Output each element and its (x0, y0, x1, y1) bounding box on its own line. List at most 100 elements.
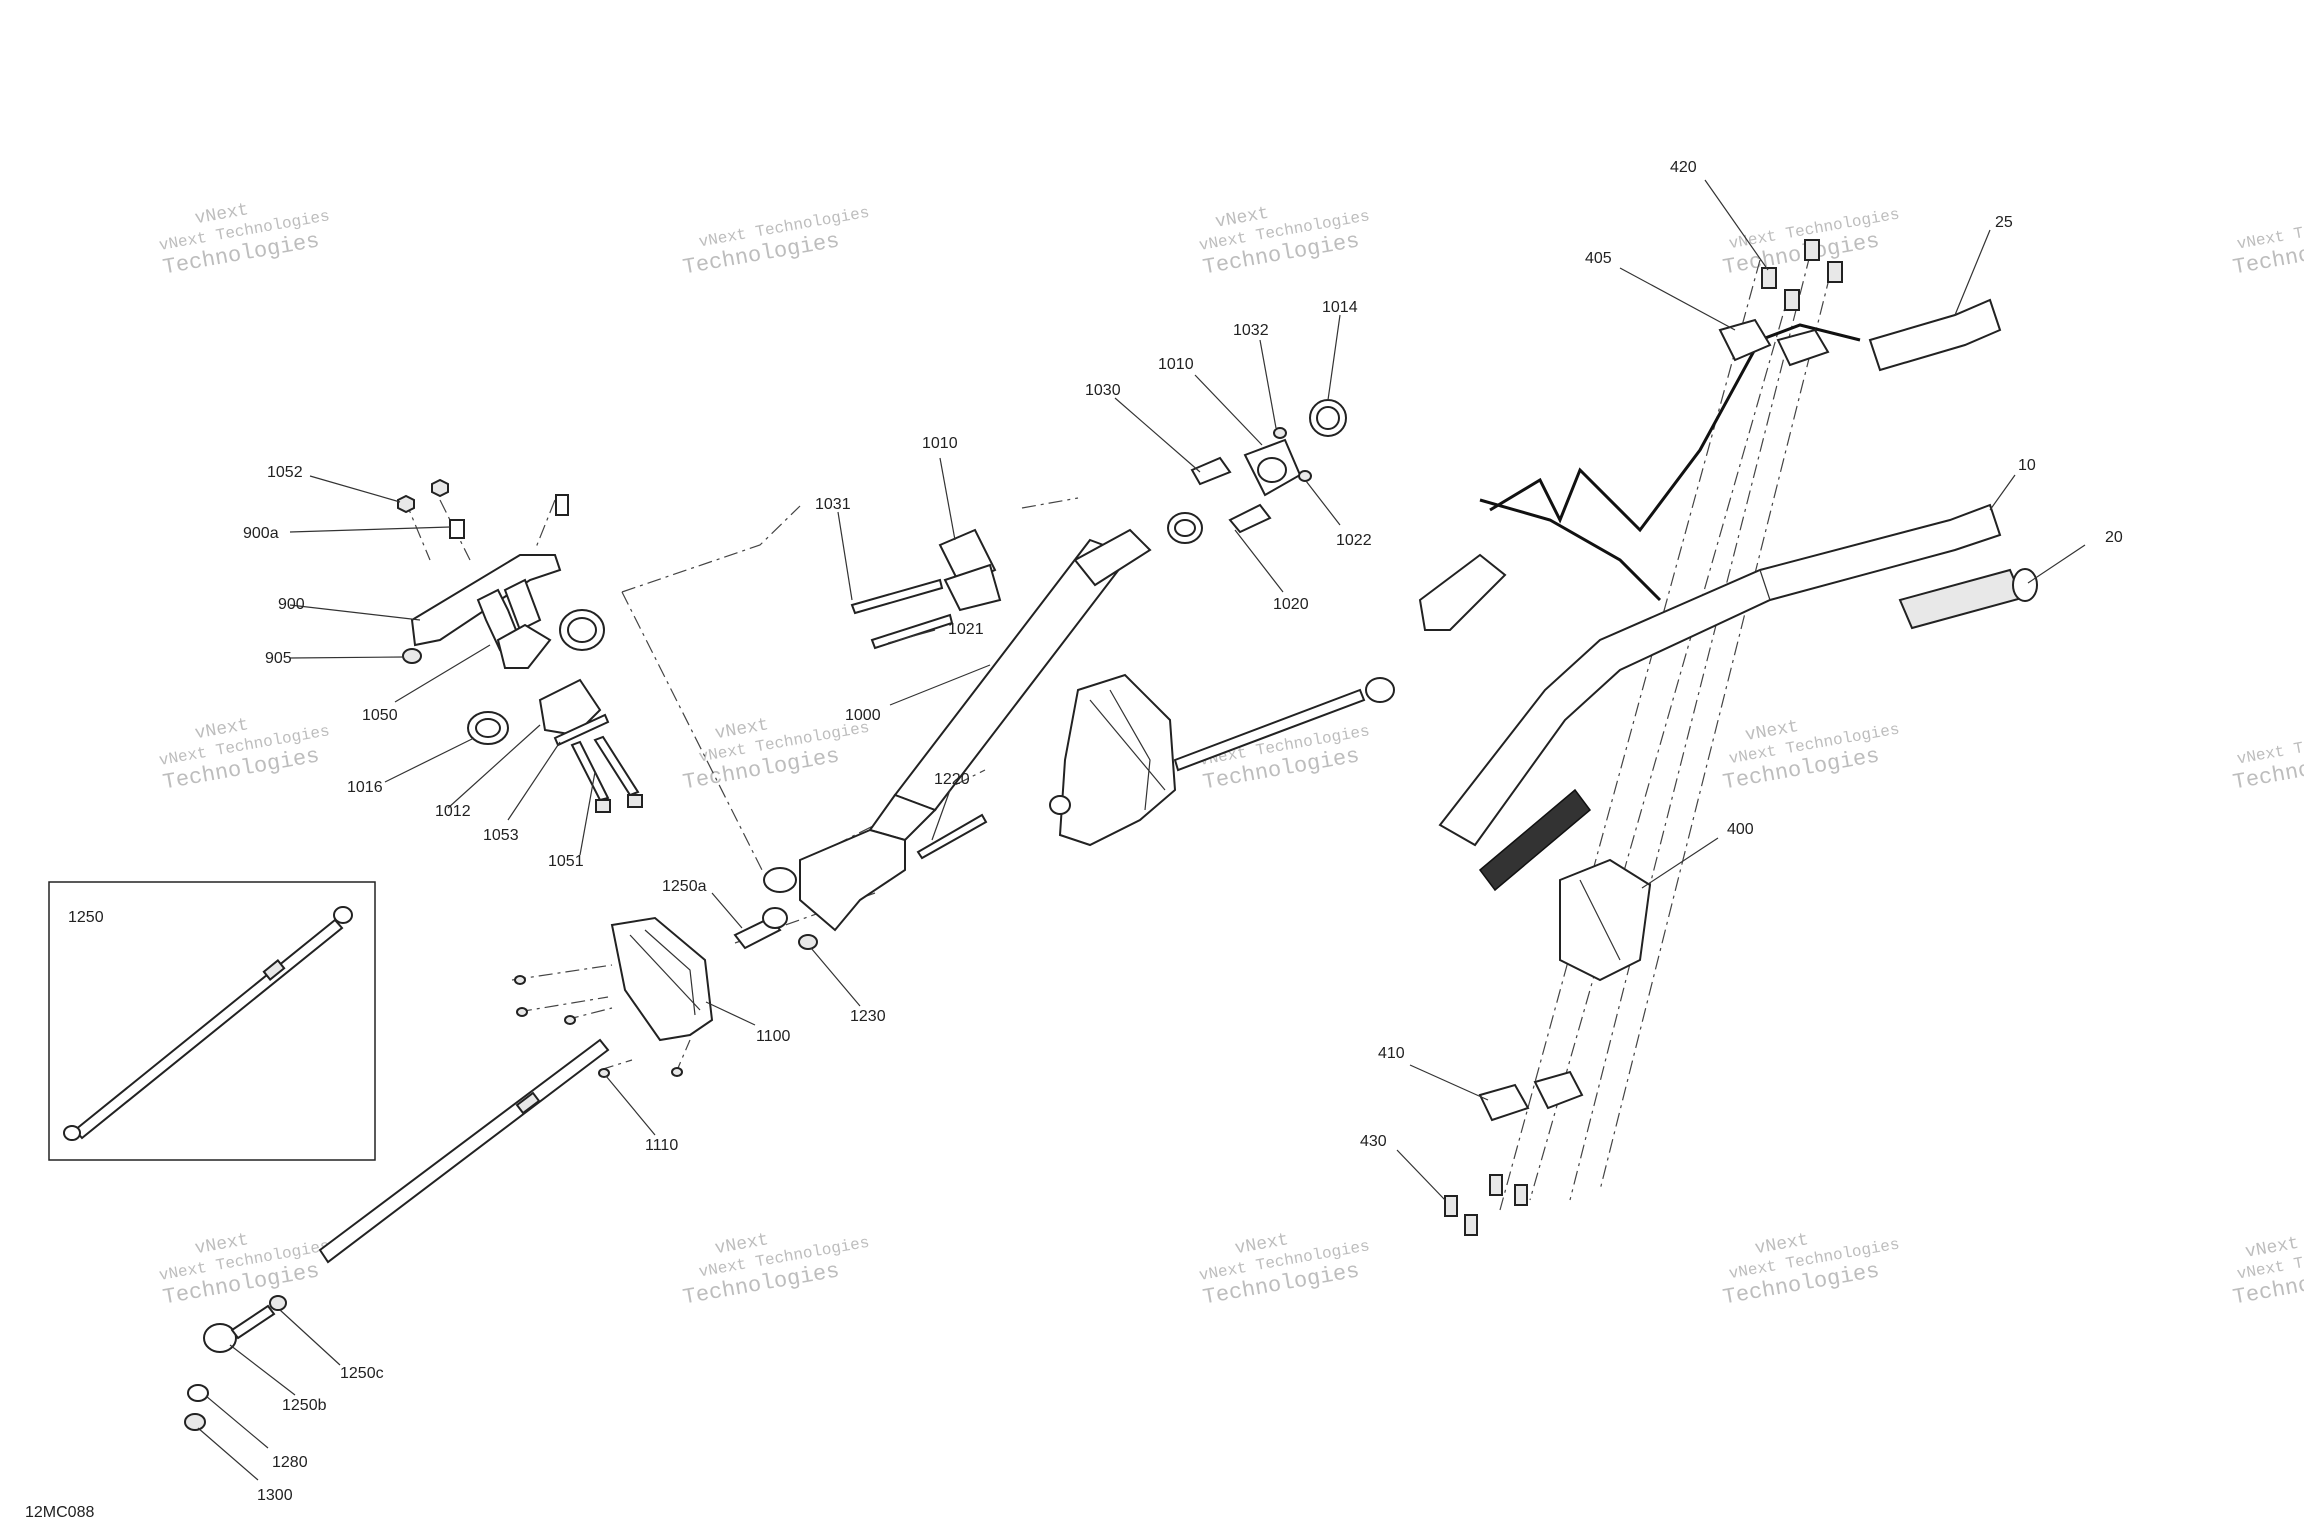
grip-left (1478, 788, 1592, 892)
bolt-430d (1514, 1184, 1528, 1206)
ball-joint-1250b (203, 1323, 237, 1353)
nut-1300 (184, 1413, 206, 1431)
clamp-405a (1718, 318, 1772, 362)
callout-1010a: 1010 (922, 435, 958, 452)
callout-1052: 1052 (267, 464, 303, 481)
callout-1014: 1014 (1322, 299, 1358, 316)
callout-1053: 1053 (483, 827, 519, 844)
bolt-430b (1464, 1214, 1478, 1236)
bolt-420c (1804, 239, 1820, 261)
bolt-1051b (593, 735, 640, 797)
tie-rod-assembly (184, 1038, 610, 1431)
callout-405: 405 (1585, 250, 1612, 267)
inset-tie-rod-eye (333, 906, 353, 924)
diagram-code: 12MC088 (25, 1504, 94, 1521)
washer-1280 (187, 1384, 209, 1402)
clamp-410a (1478, 1083, 1530, 1122)
bolt-head-1051b (627, 794, 643, 808)
cover-rib (629, 934, 701, 1011)
cover-1100 (610, 916, 714, 1042)
second-cover-assembly (1049, 673, 1395, 847)
cover-second-pivot (1049, 795, 1071, 815)
cover-second-rib (1089, 699, 1166, 791)
bolt-head-1051a (595, 799, 611, 813)
callout-430: 430 (1360, 1133, 1387, 1150)
inset-label-1250: 1250 (68, 909, 104, 926)
callout-410: 410 (1378, 1045, 1405, 1062)
steering-column-assembly (733, 399, 1347, 950)
bolt-420a (1761, 267, 1777, 289)
screw-1110c (564, 1015, 576, 1025)
bushing-1014-inner (1316, 406, 1340, 430)
arm-pivot (763, 867, 797, 893)
clamp-center (496, 623, 552, 669)
callout-1021: 1021 (948, 621, 984, 638)
callout-905: 905 (265, 650, 292, 667)
callout-1110: 1110 (645, 1137, 678, 1154)
pin-1030 (1190, 456, 1232, 486)
wiring-harness-b (1479, 498, 1662, 602)
bolt-1051a (570, 740, 610, 802)
clamp-405b (1776, 328, 1830, 367)
callout-400: 400 (1727, 821, 1754, 838)
bolt-420b (1784, 289, 1800, 311)
callout-25: 25 (1995, 214, 2013, 231)
callout-1051: 1051 (548, 853, 584, 870)
cover-second-rib-b (1109, 689, 1151, 811)
grip-20 (1898, 568, 2024, 630)
bolt-top (555, 494, 569, 516)
callout-1030: 1030 (1085, 382, 1121, 399)
cover-second (1058, 673, 1177, 847)
callout-1230: 1230 (850, 1008, 886, 1025)
nut-1052b (431, 478, 449, 498)
column-collar (1073, 528, 1152, 587)
callouts: 1052 900a 900 905 1050 1016 1012 1053 10… (25, 159, 2123, 1521)
bolt-430a (1444, 1195, 1458, 1217)
shim-1053 (553, 713, 610, 747)
bolt-1220 (916, 813, 988, 860)
inset-1250 (48, 881, 376, 1161)
callout-1022: 1022 (1336, 532, 1372, 549)
nut-1230 (798, 934, 818, 950)
clamp-410b (1533, 1070, 1584, 1110)
callout-10: 10 (2018, 457, 2036, 474)
screw-1110b (516, 1007, 528, 1017)
inset-collar (262, 959, 286, 981)
riser-clamp-assembly (397, 478, 643, 813)
cover-rib-b (644, 929, 696, 1016)
inset-tie-rod-end (63, 1125, 81, 1141)
callout-1280: 1280 (272, 1454, 308, 1471)
pin-1020 (1228, 503, 1272, 534)
callout-1020: 1020 (1273, 596, 1309, 613)
callout-1031: 1031 (815, 496, 851, 513)
grip-20-end (2012, 568, 2038, 602)
callout-1012: 1012 (435, 803, 471, 820)
bushing-1016a-inner (567, 617, 597, 643)
riser-400 (1559, 858, 1652, 982)
upper-clamp-1010a-base (943, 563, 1002, 612)
bolt-1031 (850, 578, 944, 615)
handlebar-bend-line (1759, 569, 1771, 601)
callout-1300: 1300 (257, 1487, 293, 1504)
callout-1050: 1050 (362, 707, 398, 724)
cover-assembly (514, 916, 714, 1078)
screw-1110a (514, 975, 526, 985)
riser-400-rib (1579, 879, 1621, 961)
leader-lines (197, 179, 2086, 1481)
callout-1032: 1032 (1233, 322, 1269, 339)
callout-1000: 1000 (845, 707, 881, 724)
tie-rod-collar (515, 1091, 541, 1115)
callout-1250a: 1250a (662, 878, 707, 895)
nut-1052a (397, 494, 415, 514)
nut-1250c (269, 1295, 287, 1311)
nut-905 (402, 648, 422, 664)
handlebar-assembly (1418, 239, 2038, 1236)
callout-1250c: 1250c (340, 1365, 384, 1382)
bolt-420d (1827, 261, 1843, 283)
callout-1016: 1016 (347, 779, 383, 796)
ball-joint-1250b-stem (230, 1304, 276, 1340)
screw-1110d (598, 1068, 610, 1078)
callout-1250b: 1250b (282, 1397, 327, 1414)
wiring-harness (1489, 323, 1861, 533)
clamp-upper-b (503, 578, 542, 632)
